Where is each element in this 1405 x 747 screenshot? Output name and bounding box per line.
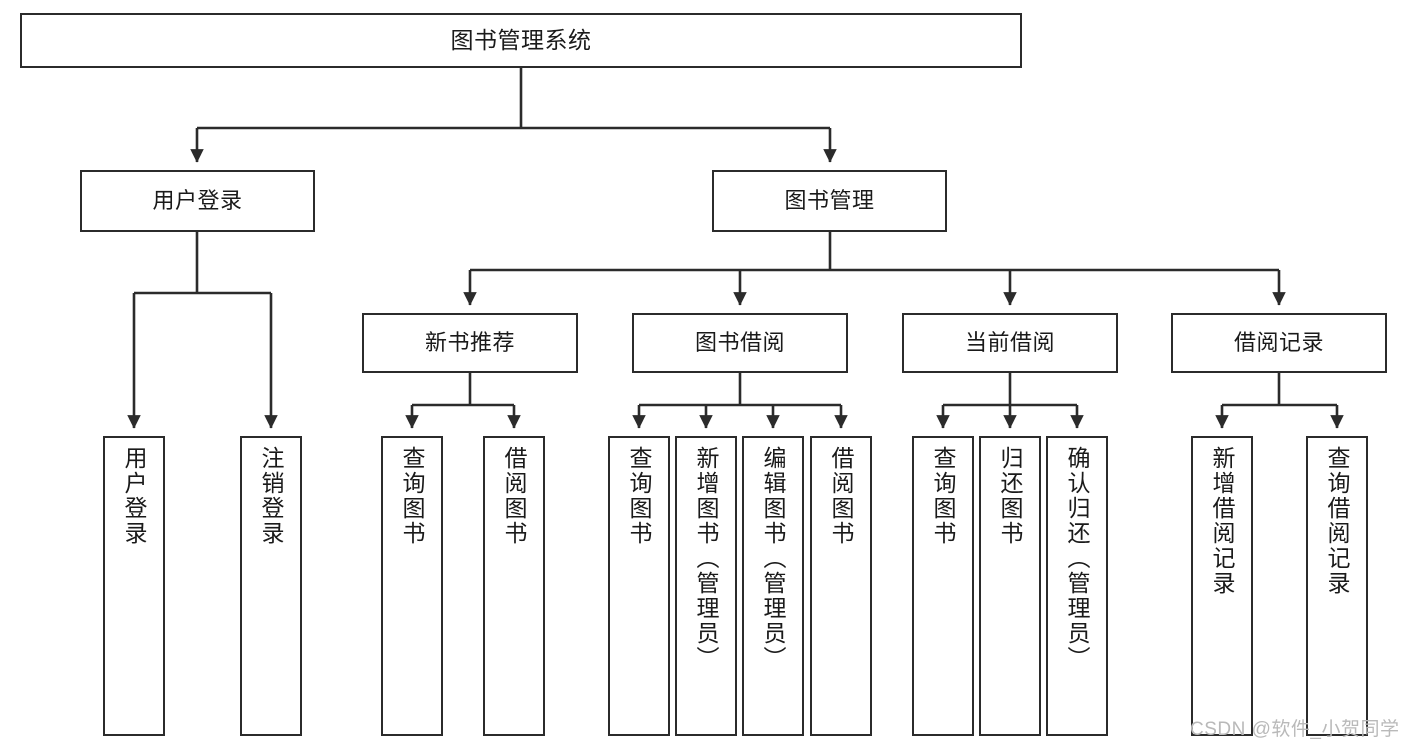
leaf-recommend-query-book[interactable]: 查询图书 bbox=[381, 436, 443, 736]
node-label: 查询图书 bbox=[626, 446, 653, 546]
node-label: 借阅图书 bbox=[828, 446, 855, 546]
node-label: 图书管理系统 bbox=[450, 27, 592, 54]
leaf-record-query-record[interactable]: 查询借阅记录 bbox=[1306, 436, 1368, 736]
node-label: 新增借阅记录 bbox=[1209, 446, 1236, 596]
leaf-borrow-borrow-book[interactable]: 借阅图书 bbox=[810, 436, 872, 736]
node-label: 新增图书（管理员） bbox=[693, 446, 720, 671]
node-label: 查询图书 bbox=[930, 446, 957, 546]
leaf-recommend-borrow-book[interactable]: 借阅图书 bbox=[483, 436, 545, 736]
node-root-system[interactable]: 图书管理系统 bbox=[20, 13, 1022, 68]
node-label: 新书推荐 bbox=[424, 330, 515, 356]
node-book-management[interactable]: 图书管理 bbox=[712, 170, 947, 232]
leaf-current-query-book[interactable]: 查询图书 bbox=[912, 436, 974, 736]
node-label: 查询借阅记录 bbox=[1324, 446, 1351, 596]
leaf-borrow-query-book[interactable]: 查询图书 bbox=[608, 436, 670, 736]
node-label: 借阅图书 bbox=[501, 446, 528, 546]
node-label: 确认归还（管理员） bbox=[1064, 446, 1091, 671]
node-label: 图书借阅 bbox=[694, 330, 785, 356]
node-label: 注销登录 bbox=[258, 446, 285, 546]
node-user-login[interactable]: 用户登录 bbox=[80, 170, 315, 232]
leaf-user-login[interactable]: 用户登录 bbox=[103, 436, 165, 736]
leaf-borrow-edit-book-admin[interactable]: 编辑图书（管理员） bbox=[742, 436, 804, 736]
node-label: 用户登录 bbox=[152, 188, 243, 214]
watermark: CSDN @软件_小贺同学 bbox=[1190, 719, 1400, 740]
node-borrow-record[interactable]: 借阅记录 bbox=[1171, 313, 1387, 373]
node-label: 查询图书 bbox=[399, 446, 426, 546]
node-label: 当前借阅 bbox=[964, 330, 1055, 356]
leaf-record-add-record[interactable]: 新增借阅记录 bbox=[1191, 436, 1253, 736]
node-label: 用户登录 bbox=[121, 446, 148, 546]
node-book-borrow[interactable]: 图书借阅 bbox=[632, 313, 848, 373]
node-label: 归还图书 bbox=[997, 446, 1024, 546]
node-label: 图书管理 bbox=[784, 188, 875, 214]
node-label: 编辑图书（管理员） bbox=[760, 446, 787, 671]
node-label: 借阅记录 bbox=[1233, 330, 1324, 356]
node-new-book-recommend[interactable]: 新书推荐 bbox=[362, 313, 578, 373]
leaf-current-return-book[interactable]: 归还图书 bbox=[979, 436, 1041, 736]
leaf-borrow-add-book-admin[interactable]: 新增图书（管理员） bbox=[675, 436, 737, 736]
leaf-current-confirm-return-admin[interactable]: 确认归还（管理员） bbox=[1046, 436, 1108, 736]
leaf-user-logout[interactable]: 注销登录 bbox=[240, 436, 302, 736]
node-current-borrow[interactable]: 当前借阅 bbox=[902, 313, 1118, 373]
